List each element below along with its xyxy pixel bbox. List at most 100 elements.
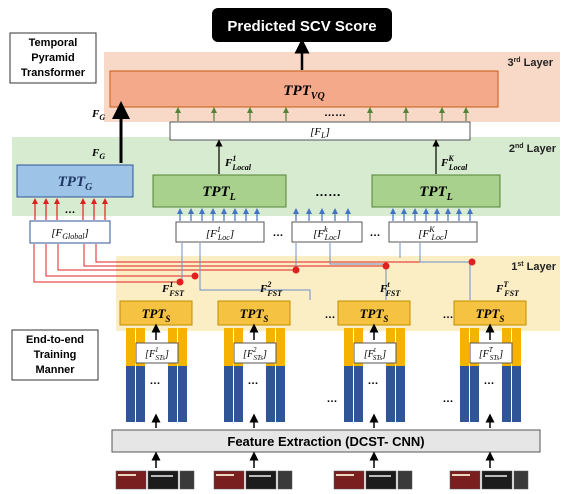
- fst-F: F: [161, 283, 170, 295]
- blue-bar-0-1: [136, 366, 145, 422]
- blue-bar-0-2: [168, 366, 177, 422]
- stack-dots-1: …: [248, 375, 259, 387]
- sts-sub: STs: [254, 354, 264, 362]
- unit-ellipsis-3: …: [443, 393, 454, 405]
- frame-thumb-b-line-0: [151, 475, 173, 477]
- third-layer-label: 3rd Layer: [507, 57, 553, 69]
- frame-thumb-b-3: [481, 470, 513, 490]
- yellow-bar-2-3: [396, 328, 405, 366]
- unit-ellipsis-0: …: [325, 309, 336, 321]
- frame-thumb-c-2: [397, 470, 413, 490]
- yellow-bar-3-0: [460, 328, 469, 366]
- first-layer-label: 1st Layer: [511, 261, 556, 273]
- red-connection-3: [83, 244, 386, 267]
- fst-sub: FST: [503, 289, 520, 298]
- tpt-s-sub: S: [263, 314, 268, 324]
- sts-sup: 2: [253, 346, 257, 354]
- yellow-bar-0-0: [126, 328, 135, 366]
- sts-open: [F: [243, 349, 254, 360]
- blue-connection-3: [329, 243, 387, 300]
- junction-dot-3: [382, 262, 390, 270]
- unit-ellipsis-1: …: [443, 309, 454, 321]
- second-layer-label: 2nd Layer: [509, 143, 557, 155]
- fl-label: [FL]: [310, 126, 330, 140]
- frame-group-1: [213, 451, 293, 490]
- frame-thumb-c-0: [179, 470, 195, 490]
- predicted-score-label: Predicted SCV Score: [227, 18, 376, 35]
- sts-sub: STs: [490, 354, 500, 362]
- fst-F: F: [379, 283, 388, 295]
- sts-open: [F: [364, 349, 375, 360]
- vq-ellipsis: ……: [324, 107, 346, 119]
- fst-sup: 2: [266, 280, 271, 289]
- sts-sup: t: [374, 346, 377, 354]
- yellow-bar-3-3: [512, 328, 521, 366]
- frame-thumb-b-1: [245, 470, 277, 490]
- sts-close: ]: [498, 349, 503, 360]
- stack-dots-3: …: [484, 375, 495, 387]
- tpt-l-label-1: TPTL: [202, 184, 236, 203]
- blue-bar-3-3: [512, 366, 521, 422]
- blue-bar-2-1: [354, 366, 363, 422]
- f-loc-box-K: [388, 221, 478, 243]
- frame-thumb-a-line-0: [118, 474, 136, 476]
- fg-label-lower: FG: [91, 147, 105, 161]
- fst-sub: FST: [385, 289, 402, 298]
- blue-bar-3-1: [470, 366, 479, 422]
- feature-extraction-box: [111, 429, 541, 453]
- tpt-s-main: TPT: [240, 306, 265, 321]
- f-loc-box-k: [291, 221, 363, 243]
- frame-group-2: [333, 451, 413, 490]
- frame-thumb-c-3: [513, 470, 529, 490]
- blue-bar-1-3: [276, 366, 285, 422]
- yellow-bar-2-0: [344, 328, 353, 366]
- tpt-s-block-2: [337, 300, 411, 326]
- sts-close: ]: [164, 349, 169, 360]
- frame-thumb-b-2: [365, 470, 397, 490]
- blue-bar-3-2: [502, 366, 511, 422]
- e2e-side-label-line1: End-to-end: [26, 334, 84, 346]
- tpt-s-main: TPT: [360, 306, 385, 321]
- sts-close: ]: [381, 349, 386, 360]
- tpt-s-label-1: TPTS: [240, 306, 269, 324]
- tpt-s-label-0: TPTS: [142, 306, 171, 324]
- frame-thumb-a-2: [333, 470, 365, 490]
- blue-connection-1: [199, 243, 311, 300]
- f-global-box: [29, 220, 111, 244]
- f-global-label: [FGlobal]: [51, 227, 89, 241]
- sts-box-2: [353, 342, 397, 364]
- fg-label-upper: FG: [91, 108, 105, 122]
- frame-thumb-c-1: [277, 470, 293, 490]
- fst-sub: FST: [266, 289, 283, 298]
- tpt-g-label: TPTG: [58, 174, 94, 193]
- tpt-s-label-2: TPTS: [360, 306, 389, 324]
- fl-box: [169, 121, 471, 141]
- red-connection-1: [45, 244, 195, 277]
- tpt-s-main: TPT: [142, 306, 167, 321]
- frame-thumb-b-line-1: [249, 475, 271, 477]
- fst-F: F: [259, 283, 268, 295]
- tpt-side-label-line1: Temporal: [29, 37, 78, 49]
- frame-thumb-a-1: [213, 470, 245, 490]
- fst-sup: t: [387, 280, 390, 289]
- e2e-side-label-box: [11, 329, 99, 381]
- global-to-g-arrows: [32, 198, 108, 220]
- tpt-s-sub: S: [499, 314, 504, 324]
- fst-F: F: [495, 283, 504, 295]
- frame-group-0: [115, 451, 195, 490]
- junction-dot-1: [191, 272, 199, 280]
- loc-to-l-arrows: [177, 208, 473, 221]
- frame-thumb-a-0: [115, 470, 147, 490]
- loc-dots-1: …: [273, 227, 284, 239]
- blue-bar-2-2: [386, 366, 395, 422]
